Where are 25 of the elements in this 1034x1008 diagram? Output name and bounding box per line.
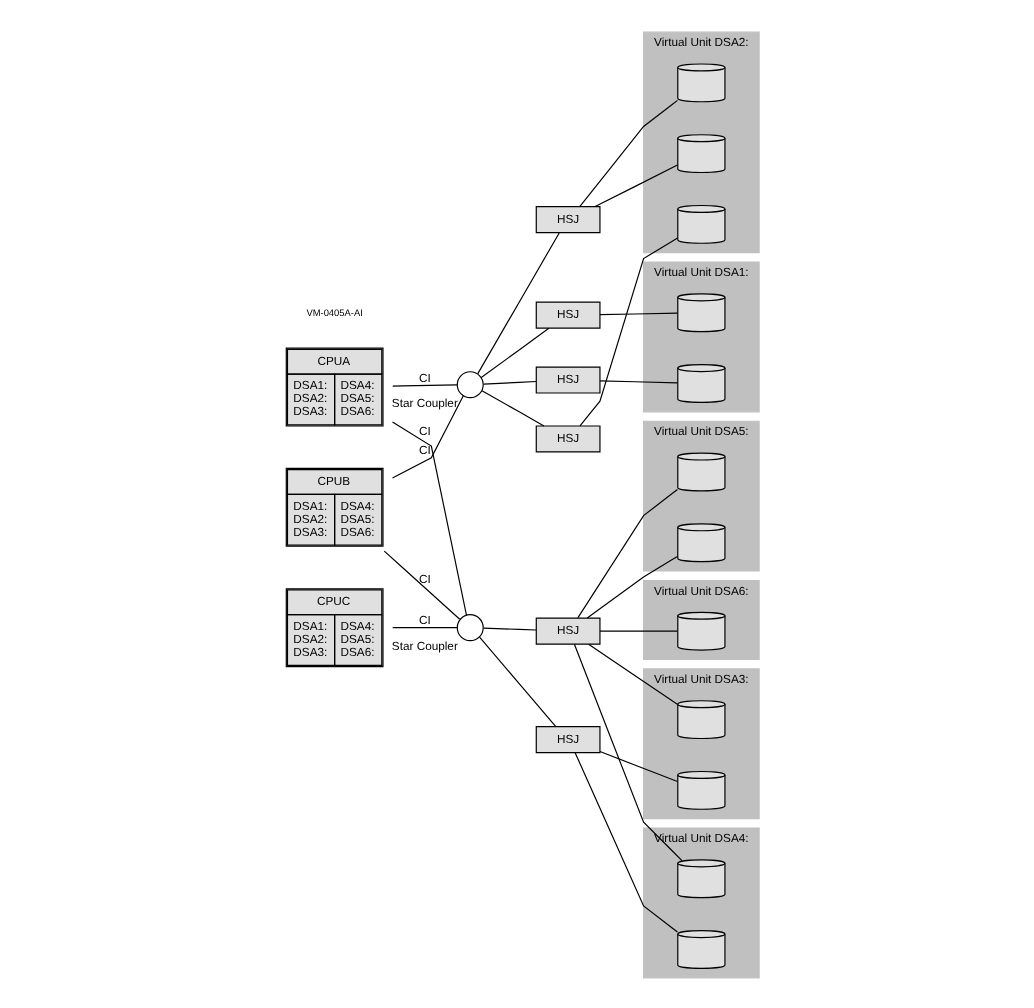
connector [587,642,678,704]
connector [390,394,463,478]
connector [578,98,678,206]
connector [480,389,544,426]
connector [391,383,457,386]
connector [576,487,678,618]
connector [382,549,460,619]
connector [585,554,678,618]
connector [598,379,678,383]
connector [481,626,536,630]
connector [391,626,457,628]
connector [593,163,678,207]
node-circle [455,370,483,398]
connector [578,236,678,426]
connector [479,326,549,378]
connector [390,420,467,615]
connector [478,635,556,726]
connector [573,751,678,932]
connector [598,311,678,315]
connector [598,749,678,782]
node-circle [455,613,483,641]
connector [598,629,678,631]
connector [476,231,559,374]
connector [481,379,536,384]
connector [572,642,682,861]
